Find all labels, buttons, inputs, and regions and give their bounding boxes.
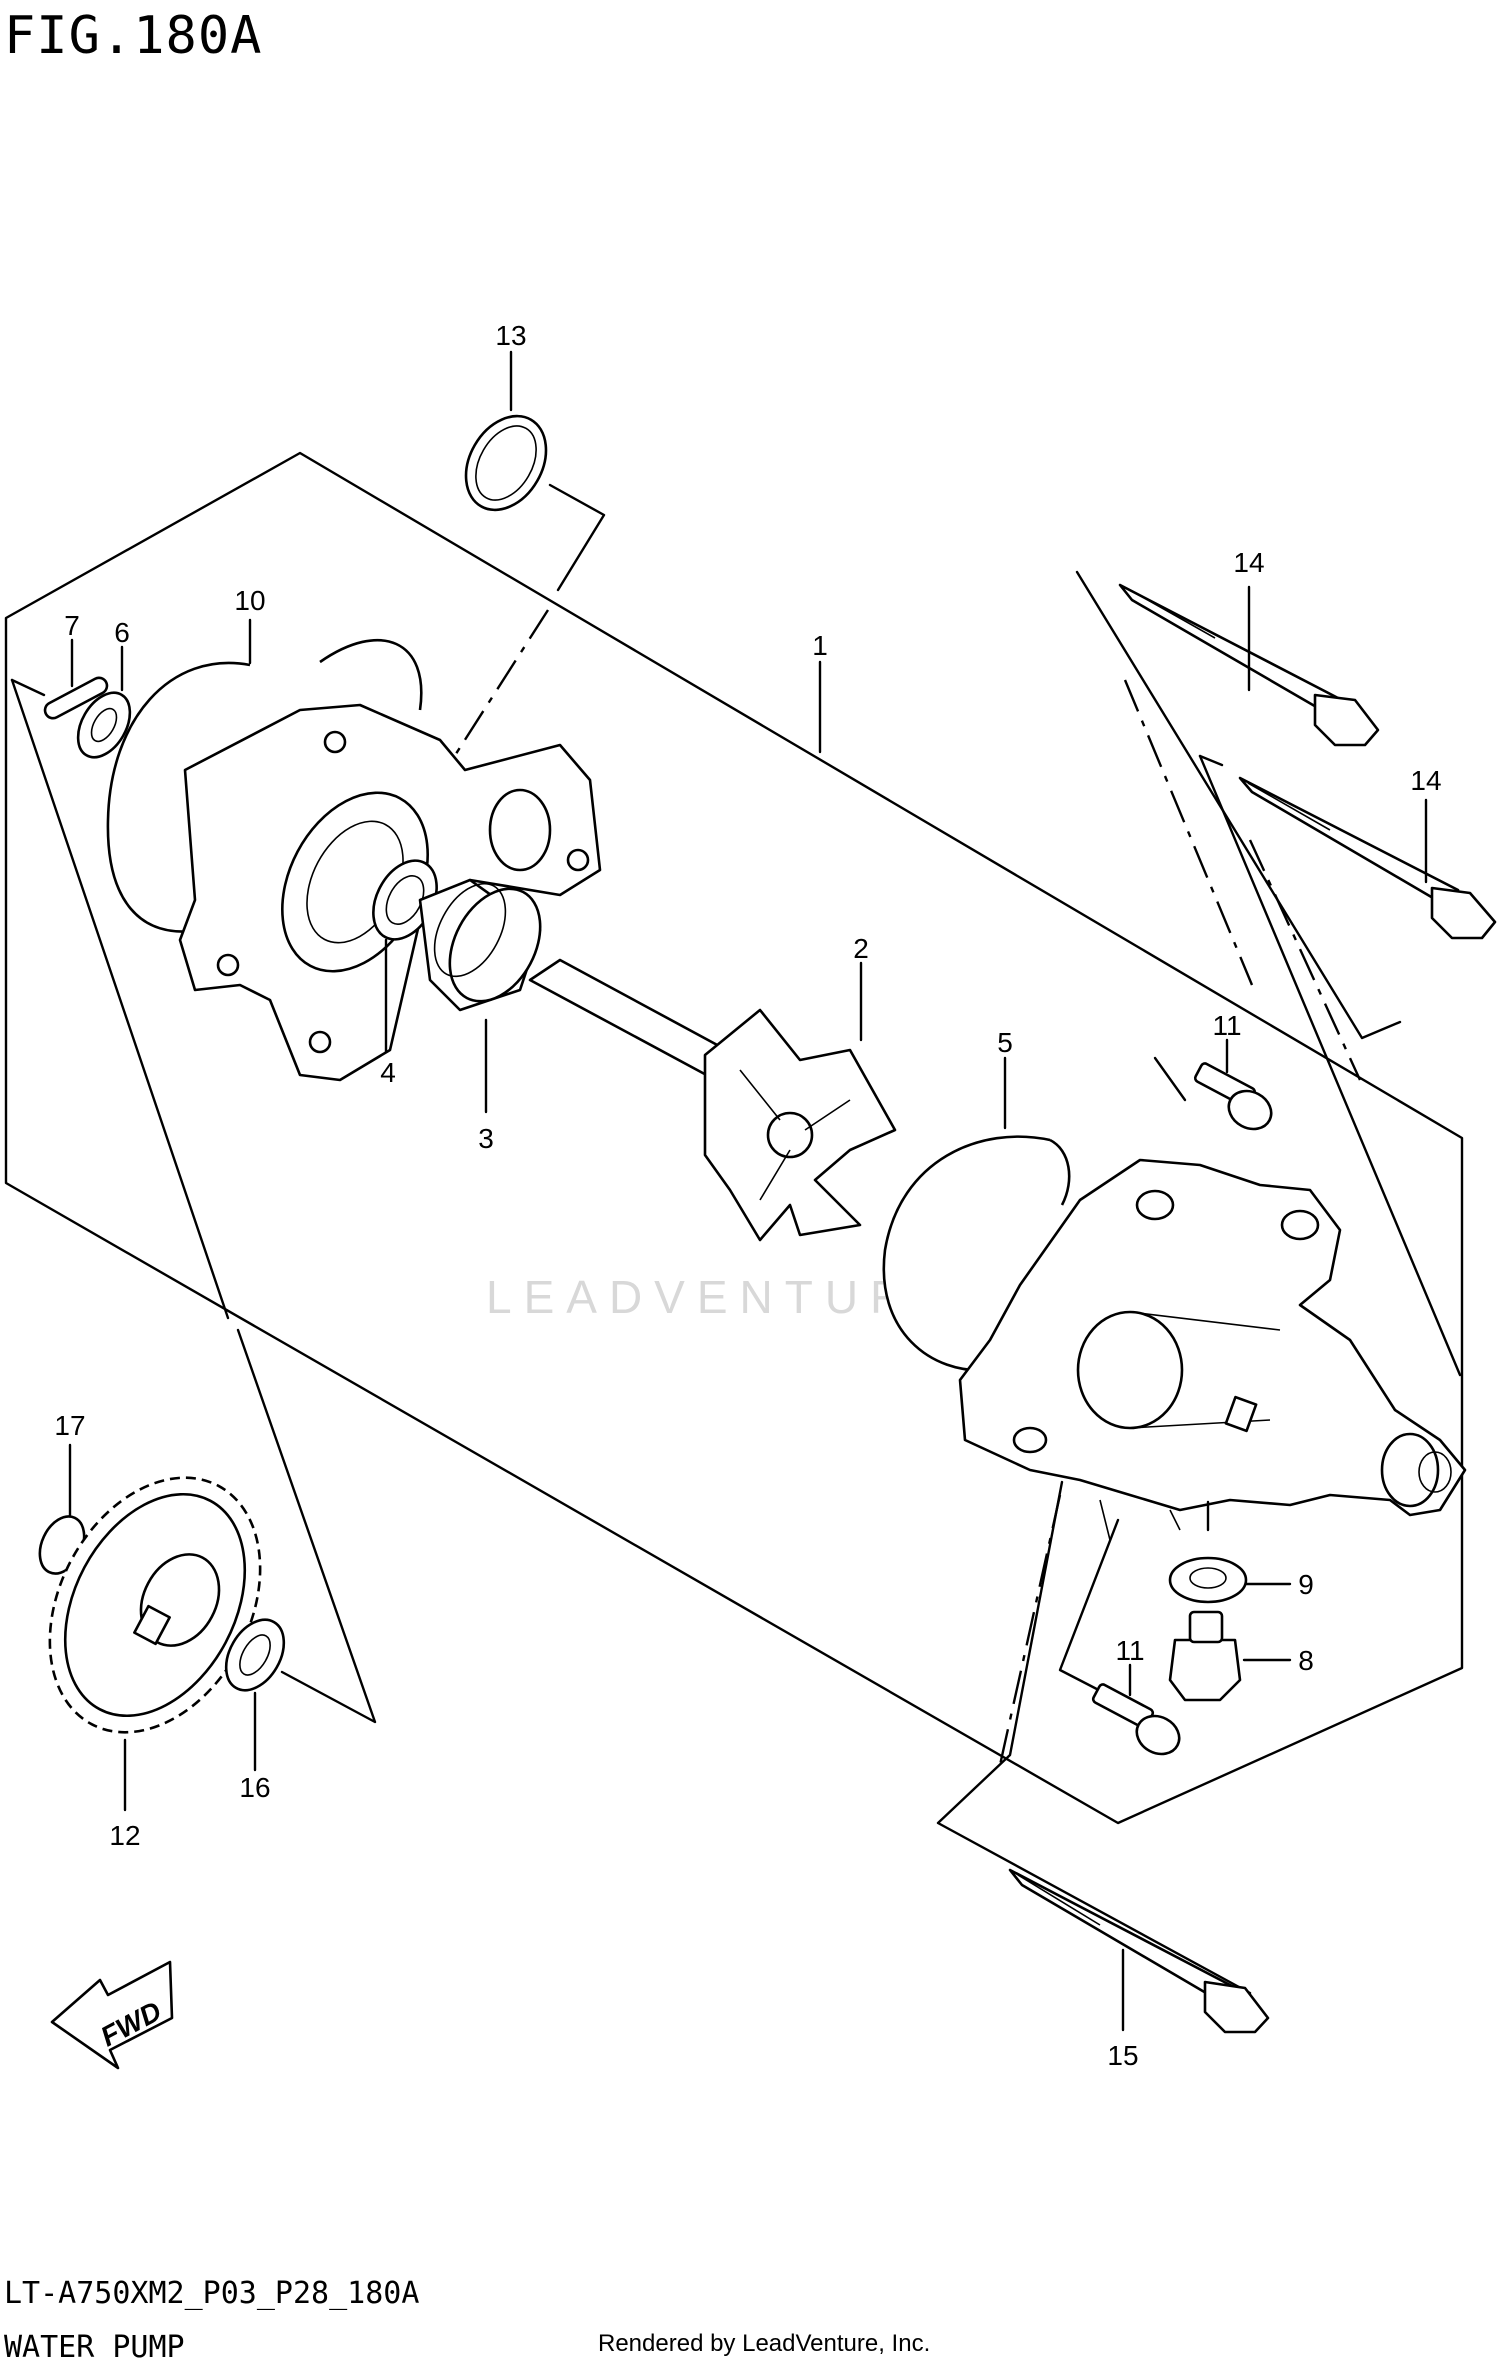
bolt-11-lower xyxy=(1091,1683,1181,1756)
callout-7: 7 xyxy=(64,610,80,641)
rendered-by: Rendered by LeadVenture, Inc. xyxy=(598,2330,931,2357)
bolt-15 xyxy=(1008,1868,1270,2034)
pin-7 xyxy=(43,676,109,720)
model-code: LT-A750XM2_P03_P28_180A xyxy=(4,2276,420,2311)
watermark: LEADVENTURE xyxy=(486,1271,958,1323)
gasket-10-right xyxy=(319,638,423,711)
o-ring-5 xyxy=(882,1135,1051,1372)
callout-1: 1 xyxy=(812,630,828,661)
washer-16 xyxy=(224,1618,286,1692)
fwd-arrow-icon: FWD xyxy=(50,1960,174,2070)
bracket-bolts-2 xyxy=(1198,754,1462,1377)
callout-11-lower: 11 xyxy=(1115,1635,1144,1666)
o-ring-13 xyxy=(464,414,548,512)
dashline-bolt14 xyxy=(1123,679,1254,986)
callout-14-lower: 14 xyxy=(1410,765,1441,796)
washer-9 xyxy=(1168,1556,1248,1604)
callout-13: 13 xyxy=(495,320,526,351)
o-ring-13-inner xyxy=(475,425,537,501)
washer-6 xyxy=(76,691,132,759)
callout-8: 8 xyxy=(1298,1645,1314,1676)
pump-cover xyxy=(958,1158,1467,1541)
callout-16: 16 xyxy=(239,1772,270,1803)
callout-4: 4 xyxy=(380,1057,396,1088)
shaft-3 xyxy=(418,878,747,1087)
callout-9: 9 xyxy=(1298,1569,1314,1600)
callout-14-upper: 14 xyxy=(1233,547,1264,578)
callout-3: 3 xyxy=(478,1123,494,1154)
callout-11-upper: 11 xyxy=(1212,1010,1241,1041)
bracket-left-tick xyxy=(10,678,46,697)
callout-15: 15 xyxy=(1107,2040,1138,2071)
callout-6: 6 xyxy=(114,617,130,648)
bracket-bolts xyxy=(1075,570,1402,1040)
callout-12: 12 xyxy=(109,1820,140,1851)
dashline-cover xyxy=(998,1494,1062,1766)
gasket-10-left xyxy=(106,661,251,933)
section-name: WATER PUMP xyxy=(4,2330,185,2365)
bracket-cover-lower xyxy=(936,1480,1252,1995)
bracket-left xyxy=(10,678,230,1320)
bracket-bolt11-low xyxy=(1058,1518,1120,1702)
impeller-2 xyxy=(703,1008,897,1242)
o-ring-5-tail xyxy=(1049,1138,1071,1206)
callout-5: 5 xyxy=(997,1027,1013,1058)
drain-bolt-8 xyxy=(1168,1610,1242,1702)
bracket-bolt11-top xyxy=(1153,1056,1187,1102)
dashline-13 xyxy=(450,609,550,761)
bolt-11-upper xyxy=(1193,1062,1273,1131)
bracket-left-lower xyxy=(236,1328,377,1724)
figure-title: FIG.180A xyxy=(4,6,263,66)
gear-12 xyxy=(48,1476,262,1734)
assembly-boundary xyxy=(4,451,1464,1825)
dashline-bolt14b xyxy=(1248,839,1362,1081)
callout-10: 10 xyxy=(234,585,265,616)
bracket-tick xyxy=(1198,754,1224,767)
leader-13-bracket xyxy=(548,483,606,592)
bolt-14-upper xyxy=(1118,583,1380,747)
callout-17: 17 xyxy=(54,1410,85,1441)
callout-2: 2 xyxy=(853,933,869,964)
bolt-14-lower xyxy=(1238,776,1497,940)
